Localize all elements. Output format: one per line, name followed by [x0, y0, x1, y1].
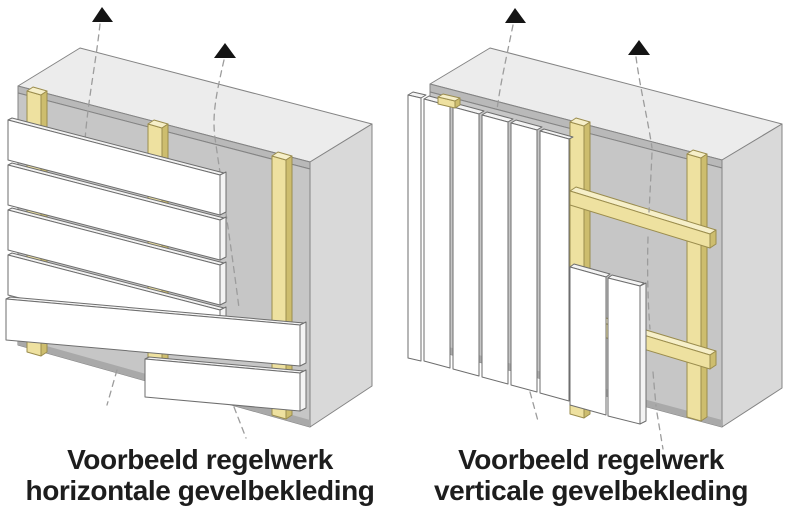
caption-vertical-cladding: Voorbeeld regelwerk verticale gevelbekle…	[391, 444, 791, 506]
board	[7, 162, 227, 261]
airflow-dashed-line	[648, 152, 653, 213]
airflow-dashed-line	[656, 412, 664, 450]
airflow-arrows	[92, 7, 236, 58]
airflow-dashed-line	[496, 24, 514, 111]
airflow-dashed-line	[213, 59, 240, 309]
airflow-arrow-icon	[214, 43, 236, 58]
board	[7, 207, 227, 306]
airflow-dashed-lines	[84, 23, 247, 439]
caption-line: horizontale gevelbekleding	[25, 475, 375, 506]
board	[423, 95, 456, 369]
board	[510, 119, 543, 393]
batten	[686, 149, 708, 422]
airflow-arrow-icon	[92, 7, 113, 22]
caption-line: Voorbeeld regelwerk	[458, 444, 724, 475]
caption-horizontal-cladding: Voorbeeld regelwerk horizontale gevelbek…	[0, 444, 400, 506]
airflow-arrows	[505, 8, 650, 55]
airflow-dashed-line	[635, 56, 653, 149]
board	[539, 128, 574, 402]
board	[452, 103, 485, 377]
board	[481, 111, 514, 385]
board-being-installed	[144, 356, 307, 412]
airflow-dashed-line	[84, 23, 101, 141]
airflow-dashed-lines	[496, 24, 664, 450]
caption-line: Voorbeeld regelwerk	[67, 444, 333, 475]
board	[407, 91, 427, 362]
cladding-boards-horizontal	[5, 117, 307, 412]
wall-side-face	[309, 123, 373, 428]
board-being-installed	[607, 274, 647, 425]
cladding-boards-vertical	[407, 91, 647, 425]
airflow-dashed-line	[646, 236, 651, 330]
airflow-dashed-line	[233, 406, 247, 439]
wall-side-face	[721, 123, 783, 428]
caption-line: verticale gevelbekleding	[433, 475, 749, 506]
board-being-installed	[5, 296, 307, 367]
airflow-dashed-line	[529, 391, 539, 422]
diagram-vertical-cladding	[407, 8, 783, 450]
airflow-arrow-icon	[505, 8, 526, 23]
airflow-arrow-icon	[628, 40, 650, 55]
board-being-installed	[569, 263, 611, 416]
board	[7, 117, 227, 216]
airflow-dashed-line	[106, 369, 118, 406]
airflow-dashed-line	[652, 371, 657, 407]
batten-top-stub	[437, 93, 461, 109]
diagram-horizontal-cladding	[5, 7, 373, 439]
counter-batten	[569, 186, 717, 249]
